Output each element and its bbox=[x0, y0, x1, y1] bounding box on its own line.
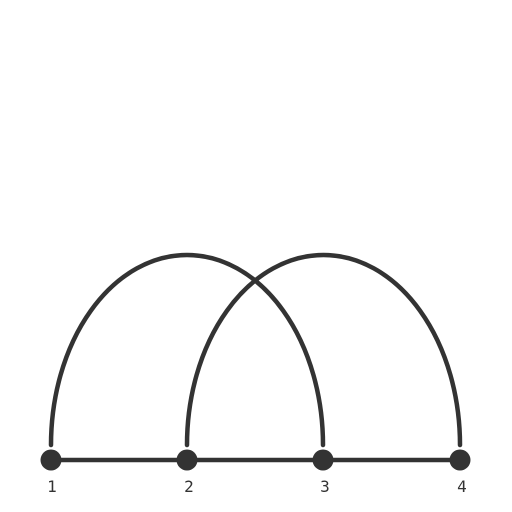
node-1 bbox=[40, 449, 62, 471]
node-label-1: 1 bbox=[47, 477, 57, 496]
arc-edge-1-3 bbox=[48, 252, 326, 448]
node-4 bbox=[449, 449, 471, 471]
node-label-2: 2 bbox=[184, 477, 194, 496]
node-label-4: 4 bbox=[457, 477, 467, 496]
node-3 bbox=[312, 449, 334, 471]
node-label-3: 3 bbox=[320, 477, 330, 496]
arc-edge-2-4 bbox=[184, 252, 463, 448]
node-2 bbox=[176, 449, 198, 471]
